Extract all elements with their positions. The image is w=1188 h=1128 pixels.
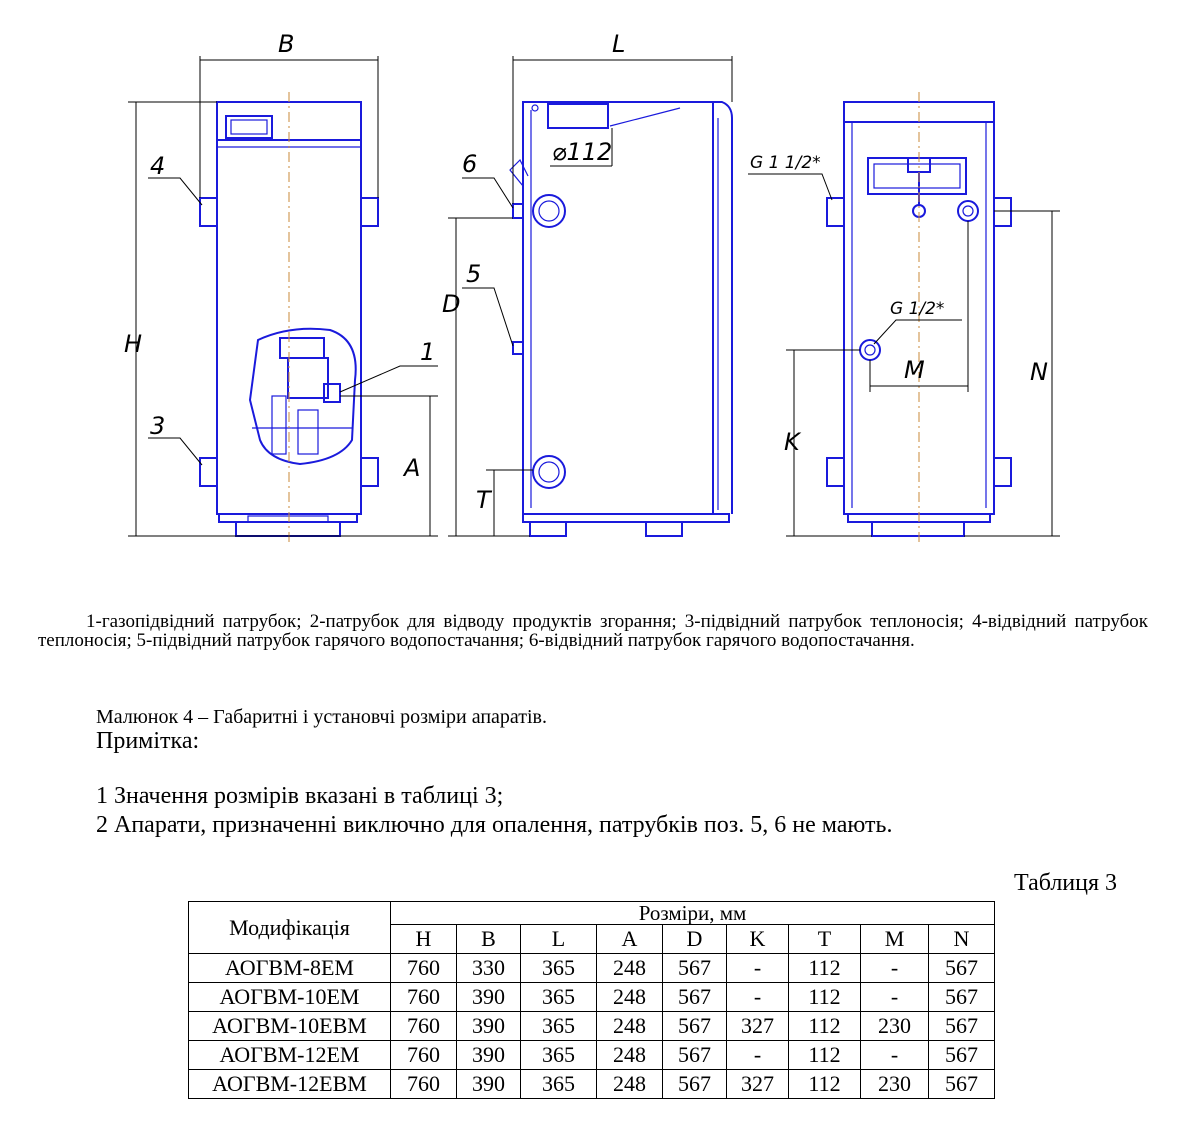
cell-value: 365 <box>520 982 597 1012</box>
header-column: N <box>928 924 995 954</box>
figure-caption: Малюнок 4 – Габаритні і установчі розмір… <box>96 706 547 728</box>
cell-value: - <box>726 982 789 1012</box>
thread-g1-2-label: G 1/2* <box>890 299 944 319</box>
cell-value: 365 <box>520 1011 597 1041</box>
cell-value: 112 <box>788 982 861 1012</box>
dim-K-label: K <box>784 428 802 456</box>
cell-value: 330 <box>456 953 521 983</box>
dim-L-label: L <box>612 30 625 58</box>
cell-value: 760 <box>390 1069 457 1099</box>
cell-value: 567 <box>662 1011 727 1041</box>
cell-value: 760 <box>390 1040 457 1070</box>
dimensions-table: Модифікація Розміри, мм H B L A D K T M … <box>188 901 995 1099</box>
front-view: B H A 4 3 1 <box>124 30 438 545</box>
cell-value: 248 <box>596 1040 663 1070</box>
cell-value: 567 <box>928 1040 995 1070</box>
pos-1-label: 1 <box>420 338 435 366</box>
cell-value: - <box>860 982 929 1012</box>
pos-6-label: 6 <box>462 150 477 178</box>
cell-value: 230 <box>860 1069 929 1099</box>
cell-value: 390 <box>456 1069 521 1099</box>
dim-H-label: H <box>124 330 142 358</box>
dim-M-label: M <box>904 356 925 384</box>
cell-value: 365 <box>520 953 597 983</box>
cell-value: 567 <box>662 1069 727 1099</box>
dim-D-label: D <box>442 290 460 318</box>
cell-value: 567 <box>928 1069 995 1099</box>
cell-value: 112 <box>788 1011 861 1041</box>
header-column: H <box>390 924 457 954</box>
header-dimensions-group: Розміри, мм <box>390 901 995 925</box>
header-column: K <box>726 924 789 954</box>
pos-5-label: 5 <box>466 260 481 288</box>
cell-value: 567 <box>928 953 995 983</box>
header-model: Модифікація <box>188 901 391 954</box>
cell-value: 248 <box>596 953 663 983</box>
header-column: L <box>520 924 597 954</box>
cell-value: 390 <box>456 1040 521 1070</box>
note-item-1: 1 Значення розмірів вказані в таблиці 3; <box>96 783 504 809</box>
cell-value: 248 <box>596 1011 663 1041</box>
cell-value: 760 <box>390 1011 457 1041</box>
cell-value: 390 <box>456 1011 521 1041</box>
dim-diameter-label: ⌀112 <box>552 138 612 166</box>
cell-value: 567 <box>662 953 727 983</box>
dim-A-label: A <box>402 454 420 482</box>
cell-model: АОГВМ-10ЕВМ <box>188 1011 391 1041</box>
cell-value: - <box>726 953 789 983</box>
dim-T-label: T <box>476 486 493 514</box>
thread-g1-1-2-label: G 1 1/2* <box>750 153 821 173</box>
cell-value: 365 <box>520 1069 597 1099</box>
side-view: L D T ⌀112 6 5 <box>442 30 733 537</box>
cell-value: 567 <box>662 1040 727 1070</box>
cell-value: 112 <box>788 1040 861 1070</box>
header-column: D <box>662 924 727 954</box>
cell-value: 248 <box>596 1069 663 1099</box>
cell-value: 390 <box>456 982 521 1012</box>
cell-model: АОГВМ-10ЕМ <box>188 982 391 1012</box>
cell-value: 567 <box>662 982 727 1012</box>
dimension-drawing: B H A 4 3 1 L <box>124 30 1060 545</box>
pos-4-label: 4 <box>150 152 165 180</box>
cell-value: - <box>860 953 929 983</box>
header-column: A <box>596 924 663 954</box>
dim-N-label: N <box>1030 358 1048 386</box>
cell-value: 567 <box>928 1011 995 1041</box>
cell-value: 230 <box>860 1011 929 1041</box>
cell-model: АОГВМ-12ЕВМ <box>188 1069 391 1099</box>
cell-value: 567 <box>928 982 995 1012</box>
cell-value: - <box>726 1040 789 1070</box>
rear-view: M N K G 1 1/2* G 1/2* <box>748 92 1060 545</box>
pos-3-label: 3 <box>150 412 165 440</box>
note-item-2: 2 Апарати, призначенні виключно для опал… <box>96 812 893 838</box>
cell-value: 327 <box>726 1011 789 1041</box>
cell-model: АОГВМ-12ЕМ <box>188 1040 391 1070</box>
header-column: M <box>860 924 929 954</box>
header-columns-row: H B L A D K T M N <box>189 924 995 954</box>
header-column: B <box>456 924 521 954</box>
cell-value: 760 <box>390 953 457 983</box>
note-title: Примітка: <box>96 728 200 754</box>
cell-value: 760 <box>390 982 457 1012</box>
drawing-legend: 1-газопідвідний патрубок; 2-патрубок для… <box>38 611 1148 651</box>
header-column: T <box>788 924 861 954</box>
table-caption: Таблиця 3 <box>1014 870 1118 896</box>
cell-value: 327 <box>726 1069 789 1099</box>
cell-model: АОГВМ-8ЕМ <box>188 953 391 983</box>
cell-value: 365 <box>520 1040 597 1070</box>
cell-value: - <box>860 1040 929 1070</box>
cell-value: 112 <box>788 1069 861 1099</box>
dim-B-label: B <box>278 30 294 58</box>
cell-value: 112 <box>788 953 861 983</box>
cell-value: 248 <box>596 982 663 1012</box>
